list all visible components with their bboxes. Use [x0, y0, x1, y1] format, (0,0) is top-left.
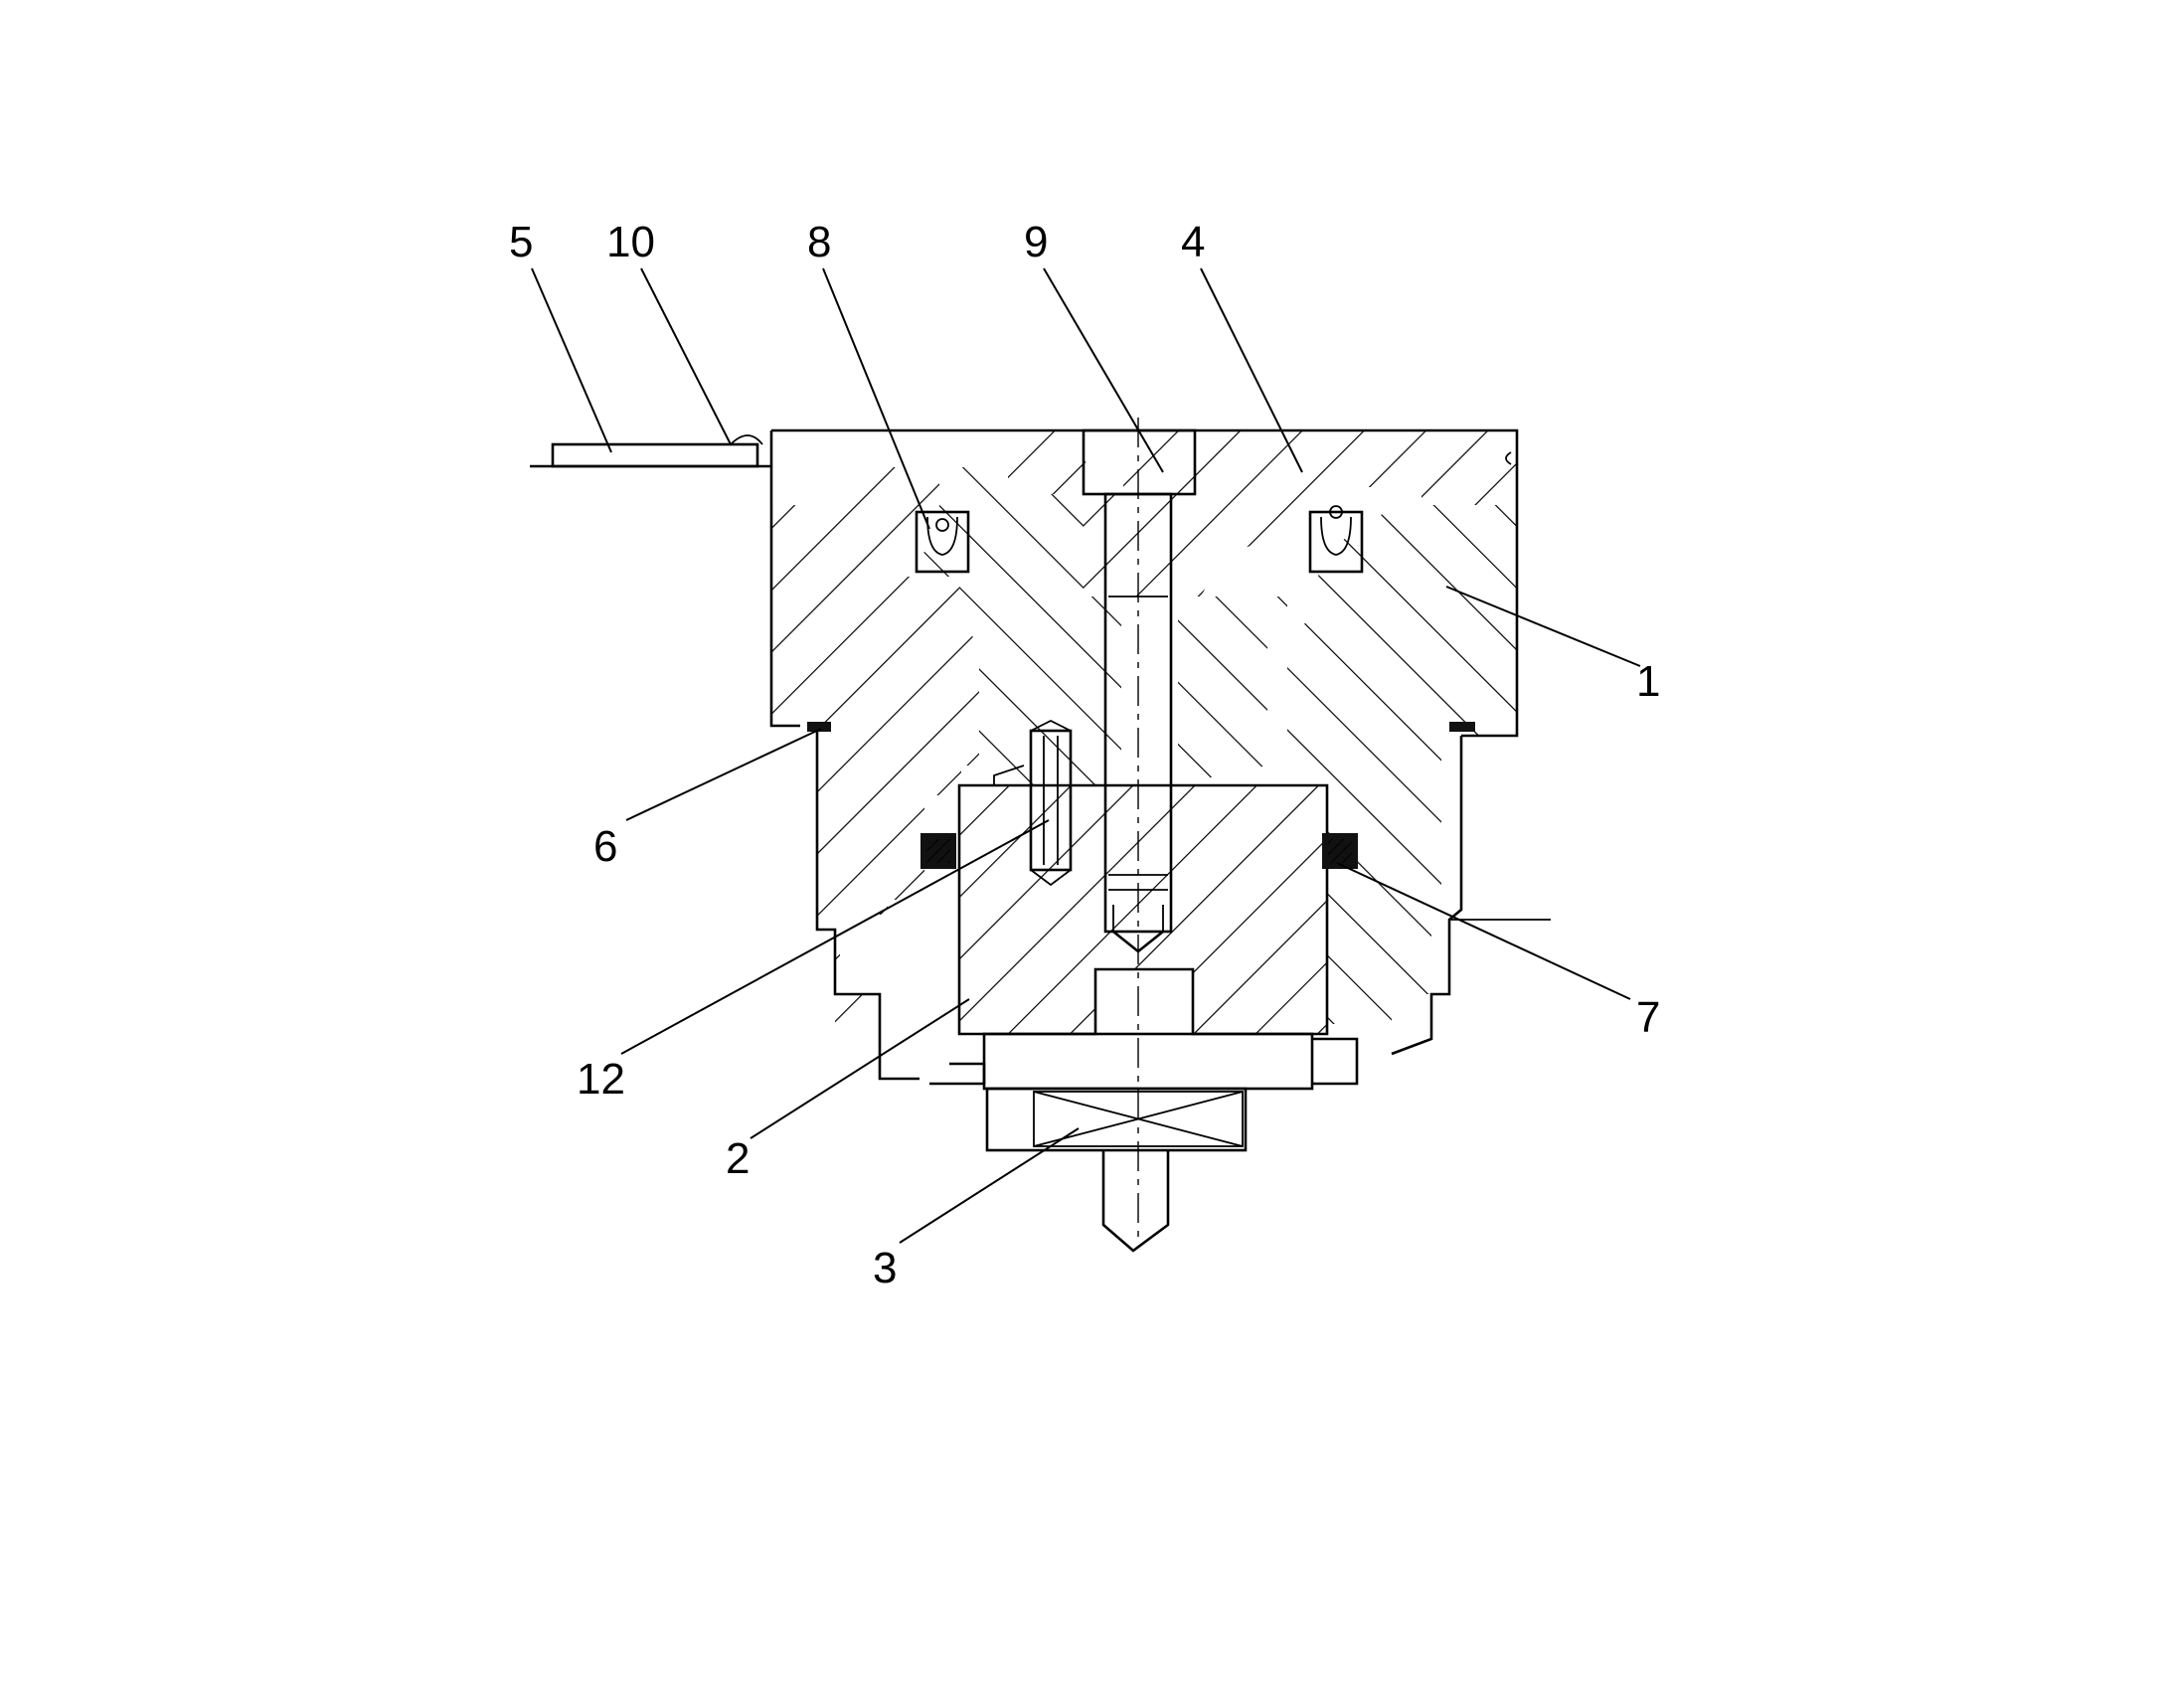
- seal-8-right: [1308, 505, 1364, 574]
- bolt-9: [1082, 418, 1197, 1243]
- label-6: 6: [593, 822, 617, 871]
- lower-piston-2: [957, 765, 1329, 1036]
- central-body: [900, 467, 1287, 785]
- label-3: 3: [873, 1244, 897, 1292]
- seal-8-left: [915, 510, 970, 574]
- seal-7-left: [920, 833, 956, 869]
- seal-6-right: [1449, 722, 1475, 732]
- housing-1-right: [1287, 505, 1551, 1056]
- label-9: 9: [1024, 218, 1048, 266]
- label-2: 2: [726, 1134, 750, 1183]
- label-1: 1: [1636, 657, 1660, 706]
- bottom-cap-3: [929, 1032, 1359, 1253]
- label-5: 5: [509, 218, 533, 266]
- seal-6-left: [807, 722, 831, 732]
- housing-1-left: [769, 467, 979, 1081]
- label-10: 10: [606, 218, 655, 266]
- label-12: 12: [577, 1055, 625, 1104]
- top-flange-4: [769, 428, 1519, 597]
- label-8: 8: [807, 218, 831, 266]
- label-4: 4: [1181, 218, 1205, 266]
- cover-plate-5: [530, 434, 771, 468]
- seal-7-right: [1322, 833, 1358, 869]
- pin-12: [1029, 719, 1073, 887]
- leader-lines: [531, 267, 1641, 1244]
- label-7: 7: [1636, 993, 1660, 1042]
